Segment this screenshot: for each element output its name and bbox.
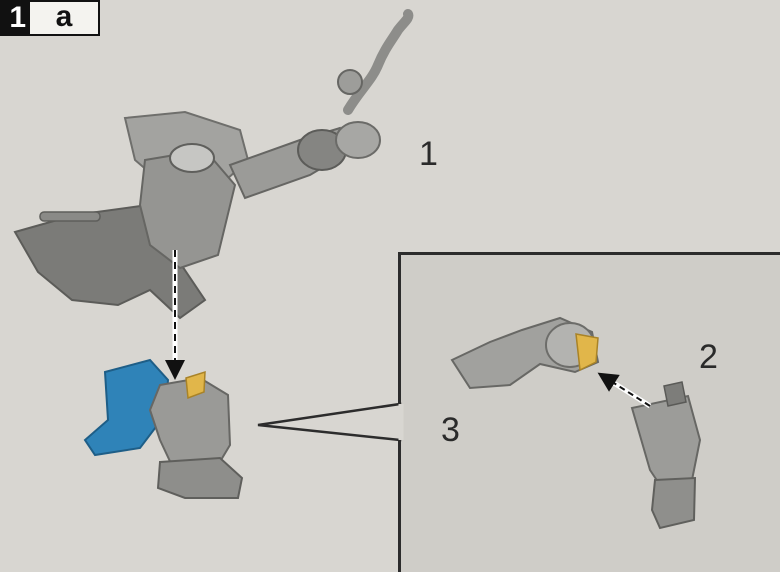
part-label-2: 2	[699, 340, 718, 374]
callout-pointer	[258, 404, 400, 440]
instruction-page: 1 a	[0, 0, 780, 556]
assembly-illustration	[0, 0, 780, 556]
part-3-hips-illustration	[452, 318, 598, 388]
part-1-torso-illustration	[15, 14, 408, 318]
part-label-3: 3	[441, 413, 460, 447]
part-label-1: 1	[419, 137, 438, 171]
leg-assembly-illustration	[85, 360, 242, 498]
